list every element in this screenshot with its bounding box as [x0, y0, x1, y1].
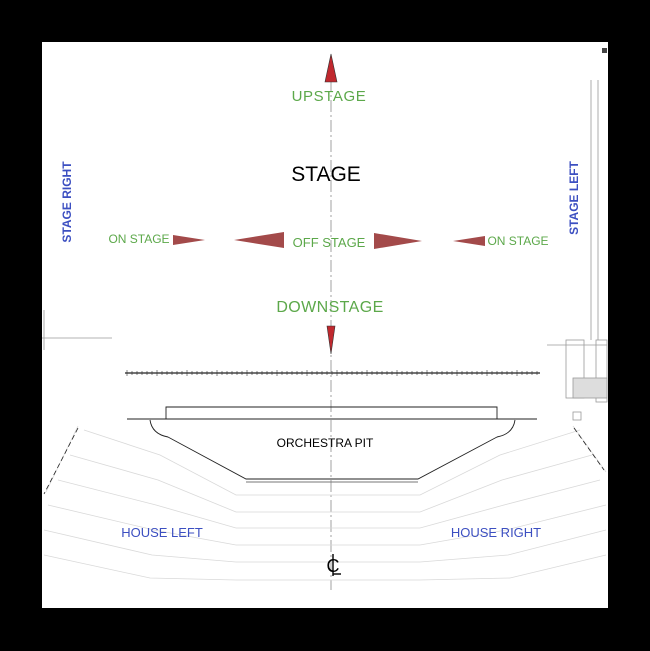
- house-seating: [43, 425, 607, 581]
- house-left-label: HOUSE LEFT: [121, 525, 203, 540]
- on-stage-left-arrow-icon: [173, 235, 205, 245]
- stage-right-label: STAGE RIGHT: [60, 161, 74, 243]
- on-stage-left-label: ON STAGE: [108, 232, 169, 246]
- upstage-label: UPSTAGE: [292, 88, 367, 105]
- stage-left-label: STAGE LEFT: [567, 160, 581, 234]
- wall-fragments: [42, 48, 608, 421]
- on-stage-right-arrow-icon: [453, 236, 485, 246]
- house-left-wall: [43, 427, 79, 495]
- upstage-arrow-icon: [324, 53, 338, 83]
- house-right-wall: [573, 427, 605, 471]
- downstage-arrow-icon: [326, 325, 336, 355]
- off-stage-label: OFF STAGE: [293, 235, 366, 250]
- centerline-symbol-icon: C: [327, 554, 341, 576]
- off-stage-right-arrow-icon: [374, 233, 422, 249]
- orchestra-pit: [127, 406, 537, 483]
- off-stage-left-arrow-icon: [234, 232, 284, 248]
- orchestra-pit-label: ORCHESTRA PIT: [277, 436, 374, 450]
- downstage-label: DOWNSTAGE: [276, 299, 383, 316]
- stage-title: STAGE: [291, 163, 361, 186]
- house-right-label: HOUSE RIGHT: [451, 525, 541, 540]
- stage-edge-ruler: [125, 370, 540, 376]
- diagram-sheet: [42, 42, 608, 608]
- on-stage-right-label: ON STAGE: [487, 234, 548, 248]
